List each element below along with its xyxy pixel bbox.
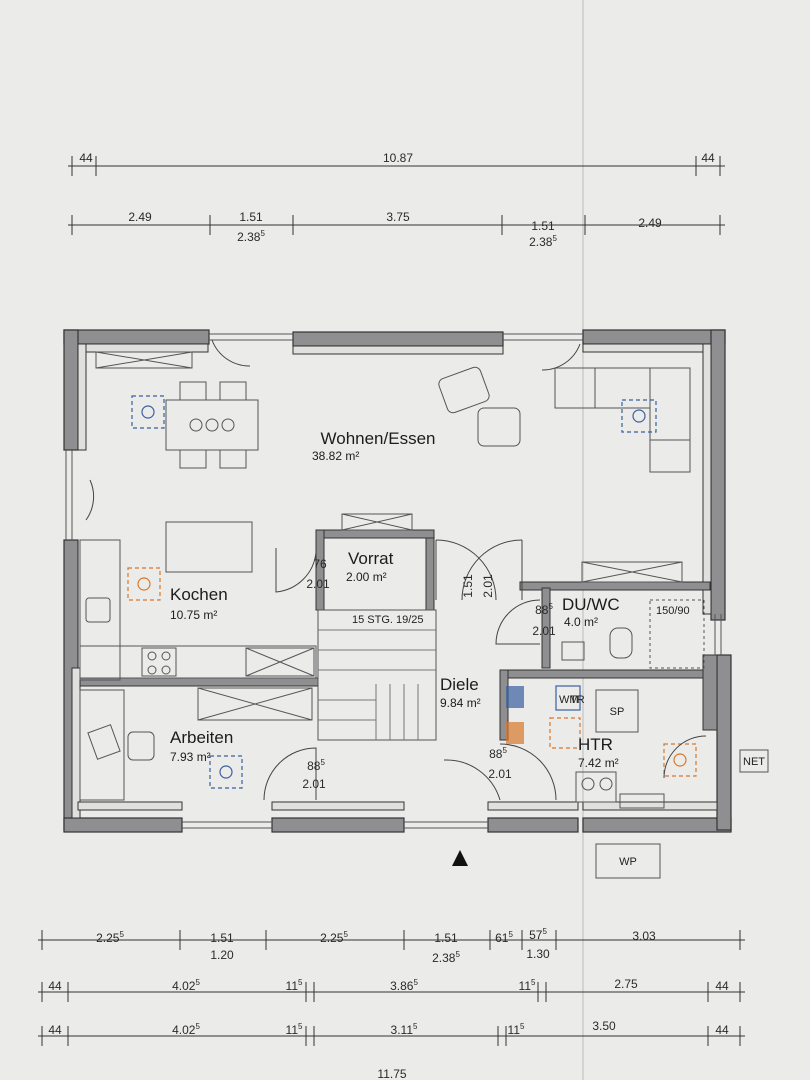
dim-bottom-r3-1: 44: [48, 1023, 62, 1037]
dim-bottom-r3-7: 44: [715, 1023, 729, 1037]
door-arbeiten-width: 885: [307, 758, 325, 773]
door-vorrat-height: 2.01: [306, 577, 330, 591]
dim-top-overall: 10.87: [383, 151, 413, 165]
room-diele-name: Diele: [440, 675, 479, 694]
outlet-markers: [127, 395, 697, 789]
room-htr-area: 7.42 m²: [578, 756, 619, 770]
room-htr-name: HTR: [578, 735, 613, 754]
dim-top-seg-2: 1.51: [239, 210, 263, 224]
dim-bottom-r1-2-below: 1.20: [210, 948, 234, 962]
inner-walls: [71, 343, 718, 819]
dim-bottom-r3-4: 3.115: [391, 1022, 418, 1037]
dim-top-seg-4-below: 2.385: [529, 234, 557, 249]
dim-bottom-r2-2: 4.025: [172, 978, 200, 993]
net-label: NET: [743, 756, 765, 768]
room-wohnen-area: 38.82 m²: [312, 449, 359, 463]
furniture: [79, 351, 769, 879]
dim-bottom-r1-1: 2.255: [96, 930, 124, 945]
dim-bottom-r2-3: 115: [286, 978, 303, 993]
room-duwc-name: DU/WC: [562, 595, 620, 614]
dim-top-seg-4: 1.51: [531, 219, 555, 233]
wm-label: WM: [559, 694, 579, 706]
stairs-label: 15 STG. 19/25: [352, 614, 424, 626]
tr-label: TR: [570, 694, 585, 706]
dim-bottom-r1-7: 3.03: [632, 929, 656, 943]
door-arbeiten-height: 2.01: [302, 777, 326, 791]
dim-bottom-overall: 11.75: [377, 1067, 406, 1080]
room-vorrat-area: 2.00 m²: [346, 570, 387, 584]
dim-bottom-r1-6-below: 1.30: [526, 947, 550, 961]
dim-top-seg-5: 2.49: [638, 216, 662, 230]
door-duwc-width: 885: [535, 602, 553, 617]
dim-bottom-r1-4-below: 2.385: [432, 950, 460, 965]
shower-size-label: 150/90: [656, 605, 690, 617]
room-diele-area: 9.84 m²: [440, 696, 481, 710]
room-duwc-area: 4.0 m²: [564, 615, 598, 629]
dim-top-seg-2-below: 2.385: [237, 229, 265, 244]
windows: [65, 333, 722, 829]
dim-top-seg-1: 2.49: [128, 210, 152, 224]
sp-label: SP: [610, 706, 625, 718]
door-duwc-height: 2.01: [532, 624, 556, 638]
dim-bottom-r2-1: 44: [48, 979, 62, 993]
door-vorrat-side-width: 1.51: [461, 574, 475, 598]
dim-bottom-r1-6: 575: [529, 927, 547, 942]
room-vorrat-name: Vorrat: [348, 549, 394, 568]
room-kochen-area: 10.75 m²: [170, 608, 217, 622]
room-kochen-name: Kochen: [170, 585, 228, 604]
dim-bottom-r3-6: 3.50: [592, 1019, 616, 1033]
door-vorrat-width: 76: [313, 557, 327, 571]
bottom-dimensions: [38, 930, 745, 1046]
exterior-walls: [63, 329, 732, 833]
wp-label: WP: [619, 856, 637, 868]
dim-bottom-r2-6: 2.75: [614, 977, 638, 991]
dim-bottom-r2-5: 115: [519, 978, 536, 993]
top-dimensions: [68, 156, 725, 235]
room-wohnen-name: Wohnen/Essen: [321, 429, 436, 448]
dim-bottom-r3-5: 115: [508, 1022, 525, 1037]
dim-top-overall-right: 44: [701, 151, 715, 165]
dim-bottom-r1-4: 1.51: [434, 931, 458, 945]
door-htr-height: 2.01: [488, 767, 512, 781]
dim-bottom-r3-2: 4.025: [172, 1022, 200, 1037]
entrance-arrow-icon: [452, 850, 468, 866]
room-arbeiten-name: Arbeiten: [170, 728, 233, 747]
dim-bottom-r2-7: 44: [715, 979, 729, 993]
dim-bottom-r1-5: 615: [495, 930, 513, 945]
dim-top-overall-left: 44: [79, 151, 93, 165]
dim-bottom-r1-2: 1.51: [210, 931, 234, 945]
door-swings: [85, 339, 707, 801]
dim-bottom-r2-4: 3.865: [390, 978, 418, 993]
dim-bottom-r1-3: 2.255: [320, 930, 348, 945]
dim-bottom-r3-3: 115: [286, 1022, 303, 1037]
door-vorrat-side-height: 2.01: [481, 574, 495, 598]
room-arbeiten-area: 7.93 m²: [170, 750, 211, 764]
door-htr-width: 885: [489, 746, 507, 761]
dim-top-seg-3: 3.75: [386, 210, 410, 224]
